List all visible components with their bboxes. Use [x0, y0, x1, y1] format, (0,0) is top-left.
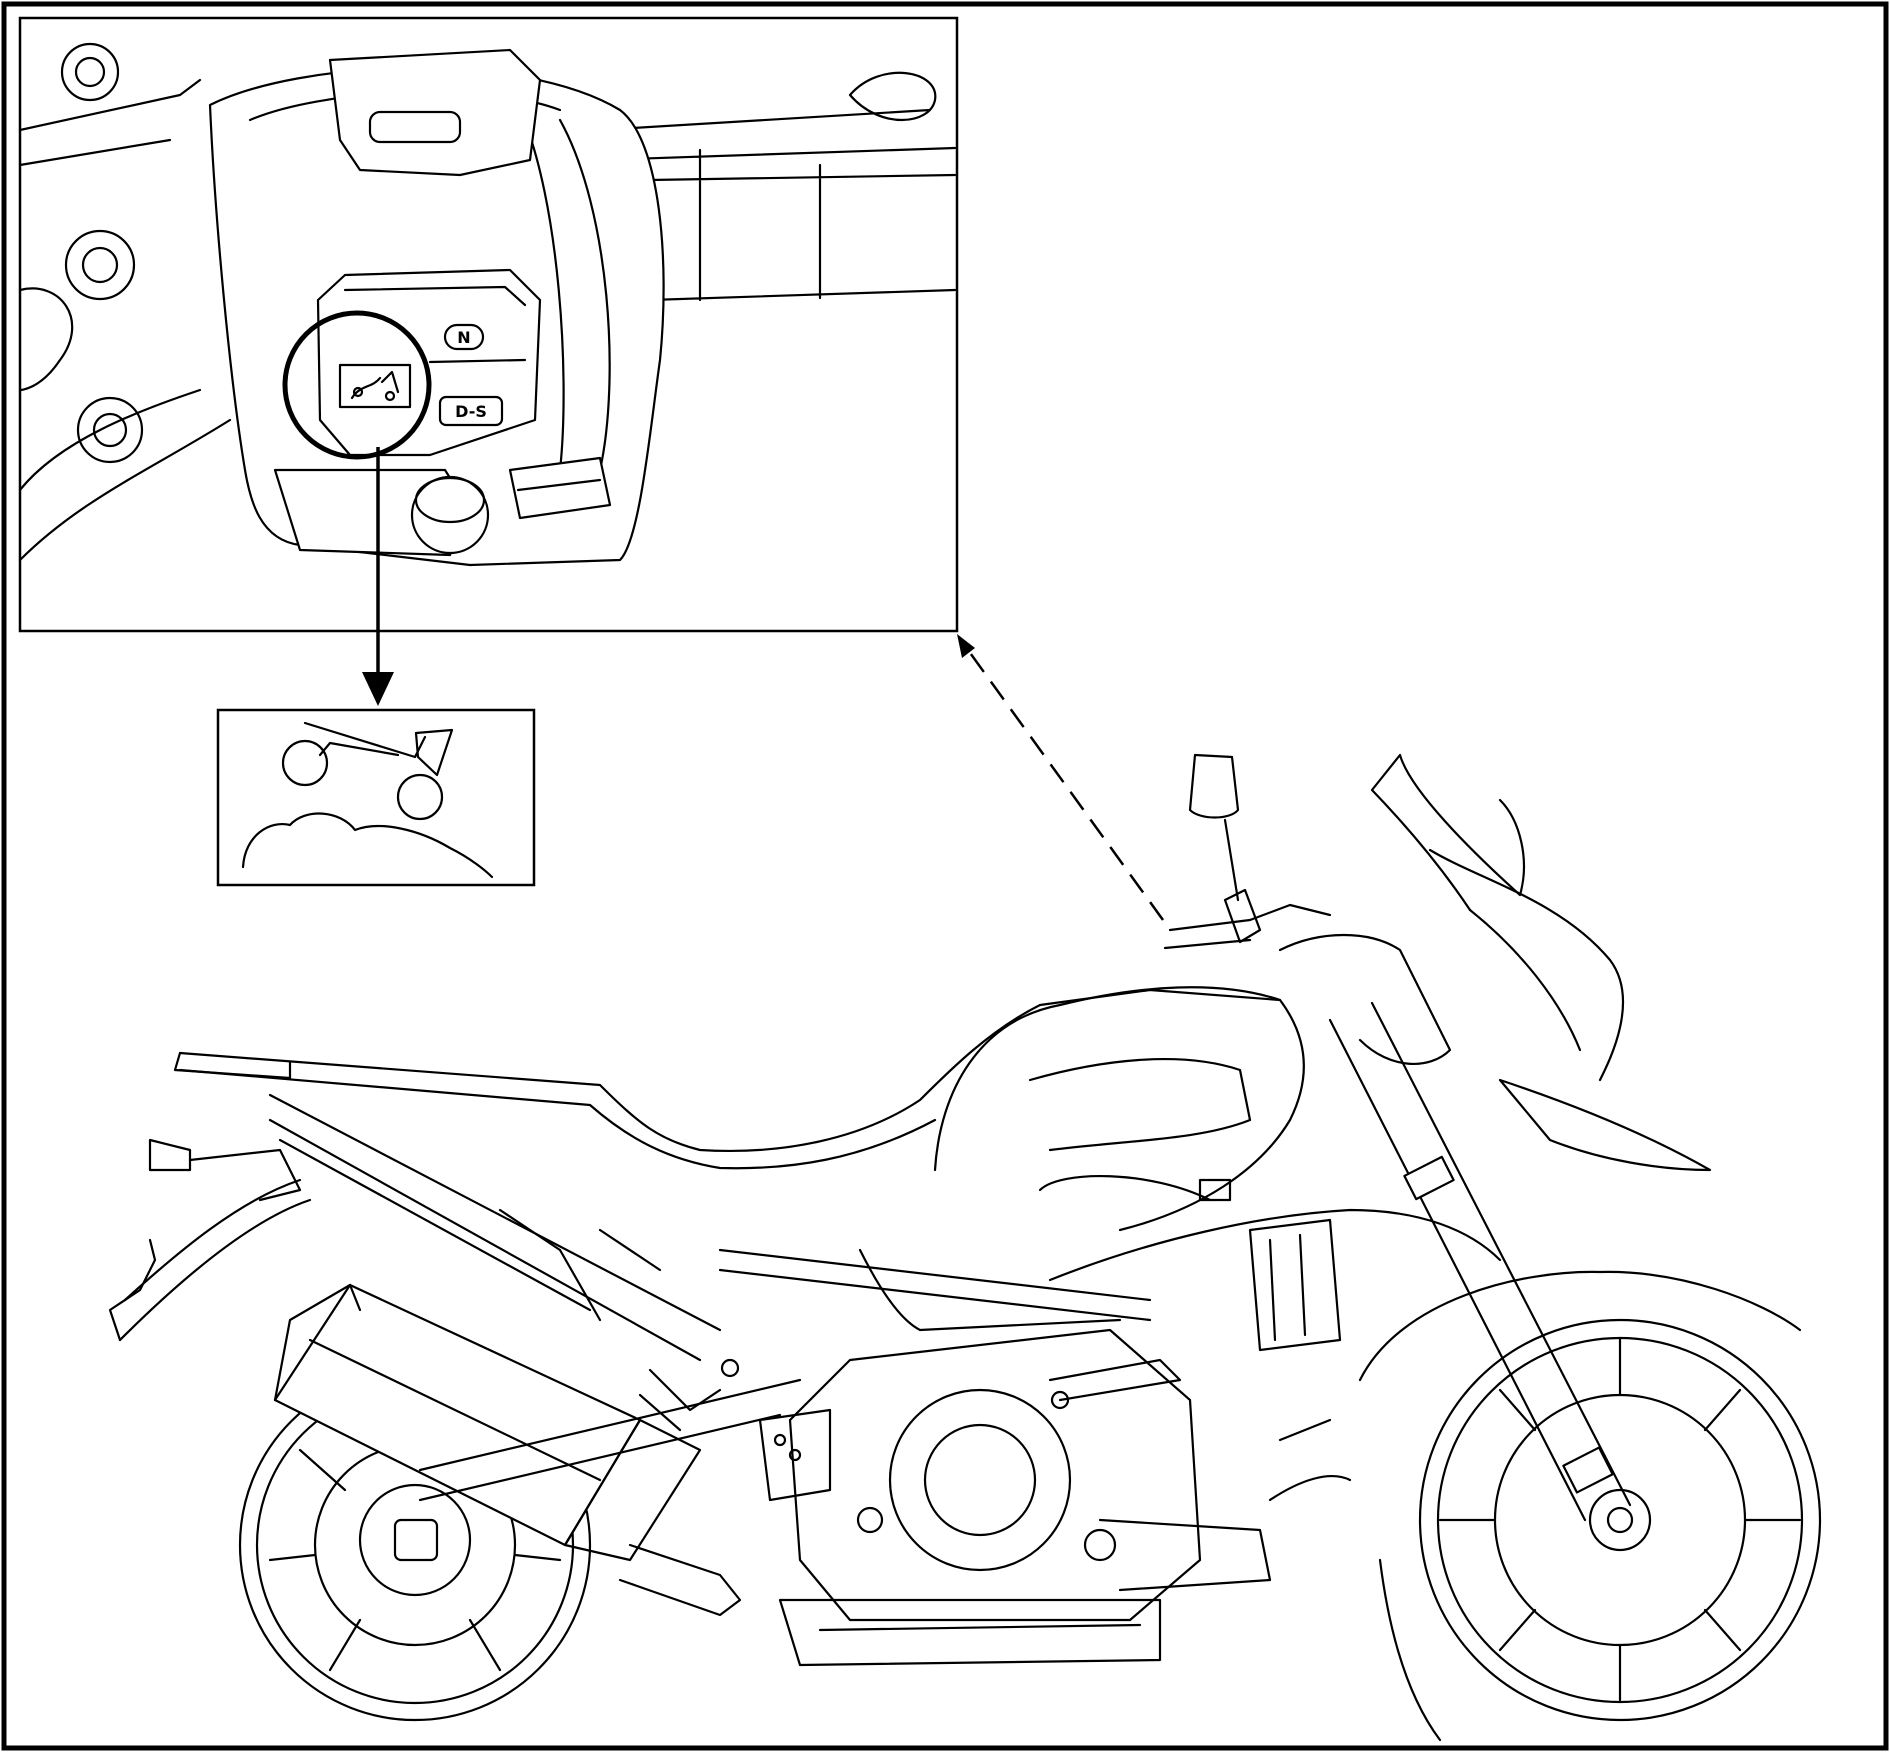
traction-control-button	[338, 363, 412, 409]
handlebar-switch-inset: N D-S	[18, 16, 959, 633]
front-wheel	[1358, 1270, 1822, 1742]
dirt-bike-icon-box	[216, 708, 536, 887]
dashed-leader	[957, 634, 1165, 921]
engine	[758, 1328, 1352, 1667]
traction-control-icon	[350, 370, 400, 402]
dirt-bike-icon	[241, 721, 494, 879]
mode-switch-label: D-S	[455, 402, 487, 421]
neutral-switch-label: N	[457, 328, 470, 347]
callout-arrow	[362, 447, 394, 706]
motorcycle-drawing	[108, 753, 1822, 1742]
exhaust-muffler	[273, 1283, 742, 1617]
highlight-circle	[282, 310, 432, 460]
